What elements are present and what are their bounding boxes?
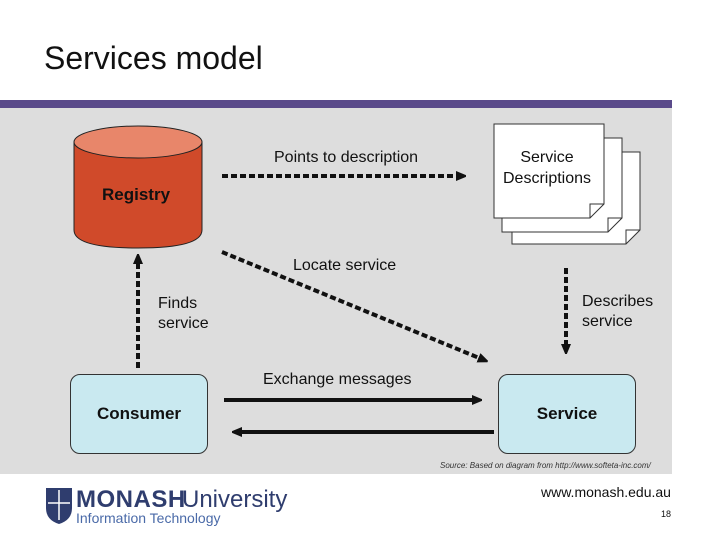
finds-service-label: Finds service	[158, 295, 209, 332]
title-rule	[0, 100, 672, 108]
service-descriptions-stack	[493, 123, 641, 245]
source-note: Source: Based on diagram from http://www…	[440, 461, 651, 470]
registry-label: Registry	[102, 185, 171, 204]
logo-name-bold: MONASH	[76, 486, 186, 513]
service-descriptions-label: Service Descriptions	[502, 149, 592, 187]
exchange-messages-label: Exchange messages	[263, 371, 412, 388]
slide-title: Services model	[44, 40, 263, 76]
consumer-label: Consumer	[96, 404, 182, 423]
service-box: Service	[498, 374, 636, 454]
locate-service-arrow	[221, 250, 484, 360]
service-label: Service	[536, 404, 598, 423]
footer-url: www.monash.edu.au	[541, 484, 671, 500]
describes-service-label: Describes service	[582, 293, 654, 330]
page-number: 18	[661, 509, 672, 519]
registry-cylinder	[73, 125, 203, 249]
monash-shield-icon	[46, 488, 72, 524]
locate-service-label: Locate service	[293, 257, 397, 274]
points-to-description-label: Points to description	[274, 149, 419, 166]
consumer-box: Consumer	[70, 374, 208, 454]
logo-name-regular: University	[182, 486, 288, 513]
logo-subtitle: Information Technology	[76, 510, 221, 526]
